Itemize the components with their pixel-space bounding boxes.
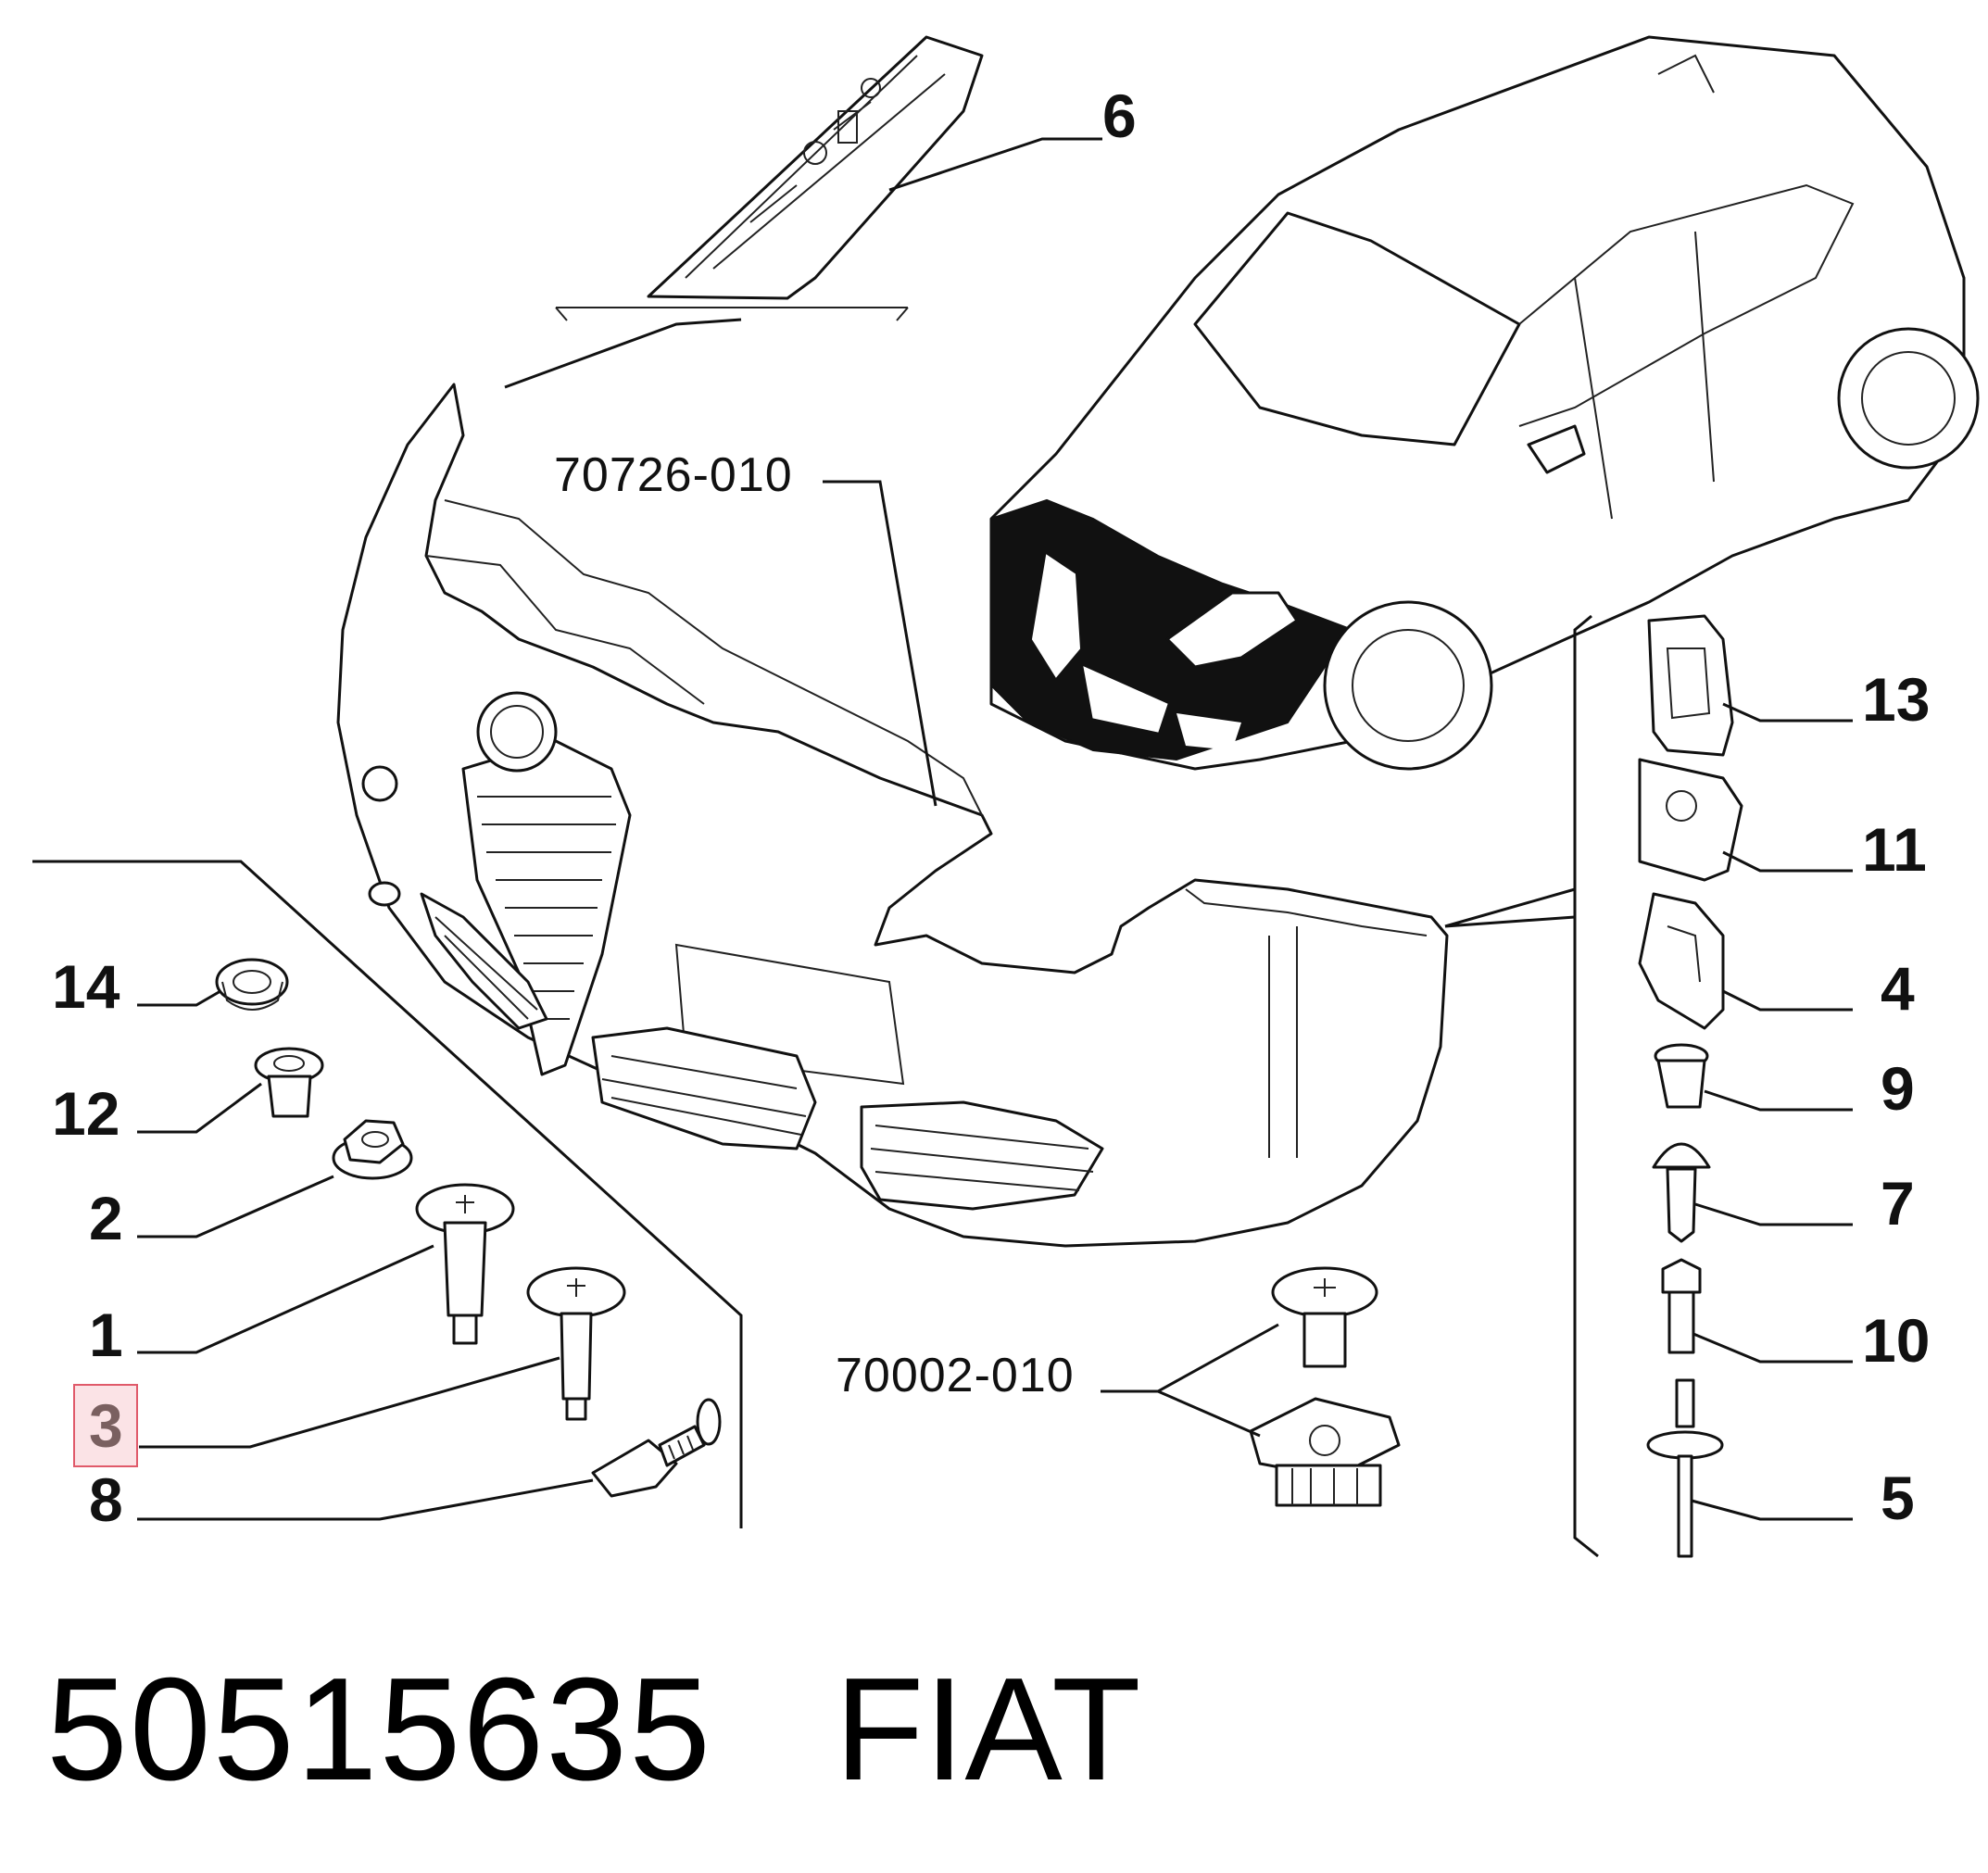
callout-2[interactable]: 2 xyxy=(89,1184,123,1252)
part-10-bolt[interactable] xyxy=(1661,1258,1702,1354)
leader-6 xyxy=(888,137,1102,192)
fastener-70002-010[interactable] xyxy=(1249,1266,1401,1507)
leader-3 xyxy=(139,1356,560,1449)
right-group-bracket xyxy=(1573,614,1599,1558)
leader-10 xyxy=(1692,1332,1853,1364)
part-number: 50515635 xyxy=(46,1648,712,1811)
callout-13[interactable]: 13 xyxy=(1862,665,1930,734)
leader-9 xyxy=(1704,1089,1853,1112)
part-8-push-rivet[interactable] xyxy=(591,1398,722,1498)
front-bumper[interactable] xyxy=(336,383,1449,1248)
callout-9[interactable]: 9 xyxy=(1881,1054,1915,1123)
part-9-plug[interactable] xyxy=(1654,1043,1709,1109)
callout-12[interactable]: 12 xyxy=(52,1079,120,1148)
car-illustration xyxy=(989,35,1980,771)
leader-8 xyxy=(137,1478,594,1521)
callout-6[interactable]: 6 xyxy=(1102,82,1137,150)
callout-1[interactable]: 1 xyxy=(89,1301,123,1369)
leader-11 xyxy=(1722,850,1853,873)
callout-14[interactable]: 14 xyxy=(52,952,120,1021)
callout-7[interactable]: 7 xyxy=(1881,1169,1915,1238)
leader-12 xyxy=(137,1082,262,1134)
part-5-rivet[interactable] xyxy=(1646,1378,1724,1558)
part-2-flange-nut[interactable] xyxy=(332,1119,413,1180)
part-14-grommet[interactable] xyxy=(215,958,289,1011)
leader-13 xyxy=(1722,702,1853,723)
callout-3[interactable]: 3 xyxy=(89,1391,123,1460)
leader-7 xyxy=(1694,1202,1853,1226)
leader-4 xyxy=(1722,989,1853,1012)
leader-70002 xyxy=(1101,1323,1279,1438)
part-3-bolt[interactable] xyxy=(526,1266,626,1421)
part-11-clip[interactable] xyxy=(1638,758,1743,882)
part-13-clip[interactable] xyxy=(1647,614,1734,757)
selected-callout-highlight[interactable] xyxy=(73,1384,138,1467)
part-1-screw[interactable] xyxy=(415,1183,515,1345)
leader-5 xyxy=(1691,1499,1853,1521)
part-6-bracket[interactable] xyxy=(504,35,984,389)
part-4-clip[interactable] xyxy=(1638,892,1725,1030)
footer: 50515635 FIAT xyxy=(46,1651,1141,1808)
leader-2 xyxy=(137,1175,334,1238)
part-12-nut[interactable] xyxy=(254,1047,324,1118)
part-7-screw[interactable] xyxy=(1652,1142,1711,1243)
callout-5[interactable]: 5 xyxy=(1881,1464,1915,1532)
left-group-bracket xyxy=(32,860,743,1528)
leader-70726 xyxy=(823,480,937,807)
callout-8[interactable]: 8 xyxy=(89,1465,123,1534)
brand-name: FIAT xyxy=(834,1648,1141,1811)
ref-70002-010[interactable]: 70002-010 xyxy=(836,1349,1075,1402)
callout-10[interactable]: 10 xyxy=(1862,1306,1930,1375)
callout-4[interactable]: 4 xyxy=(1881,954,1915,1023)
leader-14 xyxy=(137,989,221,1007)
right-group-connector xyxy=(1444,887,1576,928)
leader-1 xyxy=(137,1244,434,1354)
callout-11[interactable]: 11 xyxy=(1862,815,1927,884)
ref-70726-010[interactable]: 70726-010 xyxy=(554,448,793,502)
